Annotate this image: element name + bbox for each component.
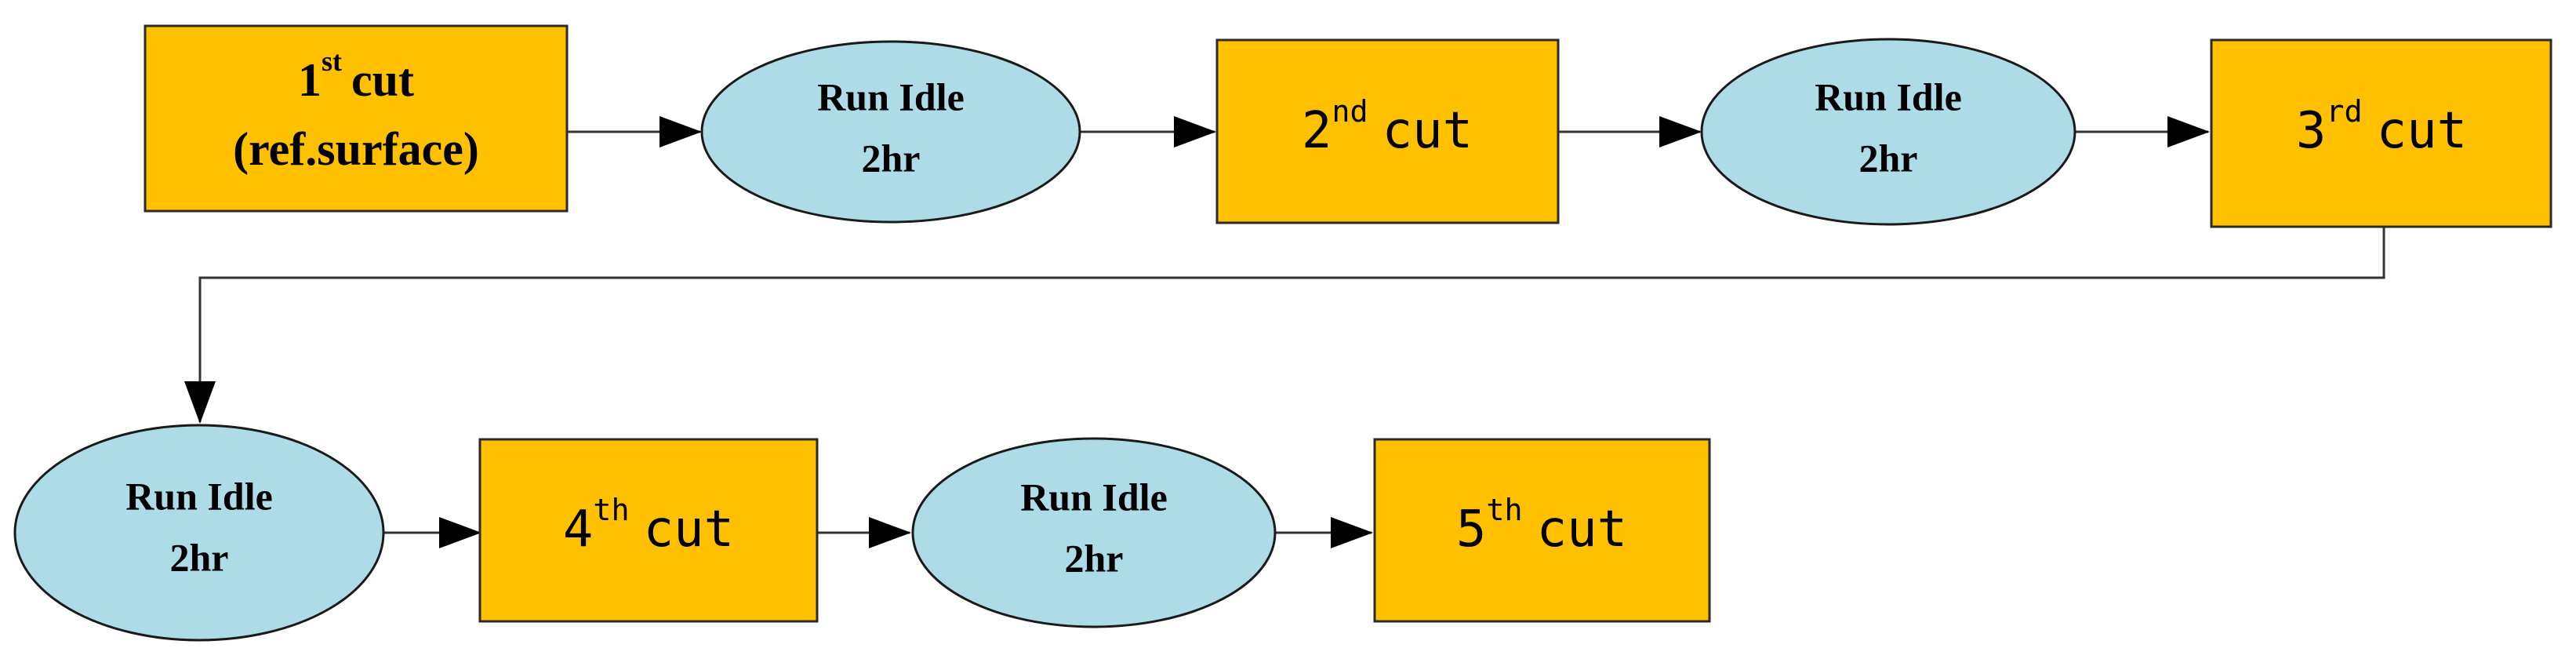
node-idle3: Run Idle 2hr: [13, 424, 385, 642]
idle3-line2: 2hr: [170, 535, 229, 579]
node-idle1: Run Idle 2hr: [700, 40, 1081, 224]
cut1-line2: (ref.surface): [233, 123, 479, 175]
idle4-line1: Run Idle: [1020, 475, 1168, 519]
idle1-line2: 2hr: [862, 136, 921, 180]
idle3-line1: Run Idle: [125, 474, 273, 518]
node-idle2: Run Idle 2hr: [1700, 38, 2076, 226]
idle1-line1: Run Idle: [817, 75, 965, 118]
edge-cut3-idle3: [184, 228, 2385, 424]
node-idle4: Run Idle 2hr: [911, 437, 1277, 628]
edges: [184, 116, 2385, 548]
idle2-line2: 2hr: [1859, 136, 1918, 180]
idle4-line2: 2hr: [1065, 536, 1124, 580]
idle2-line1: Run Idle: [1815, 75, 1962, 118]
